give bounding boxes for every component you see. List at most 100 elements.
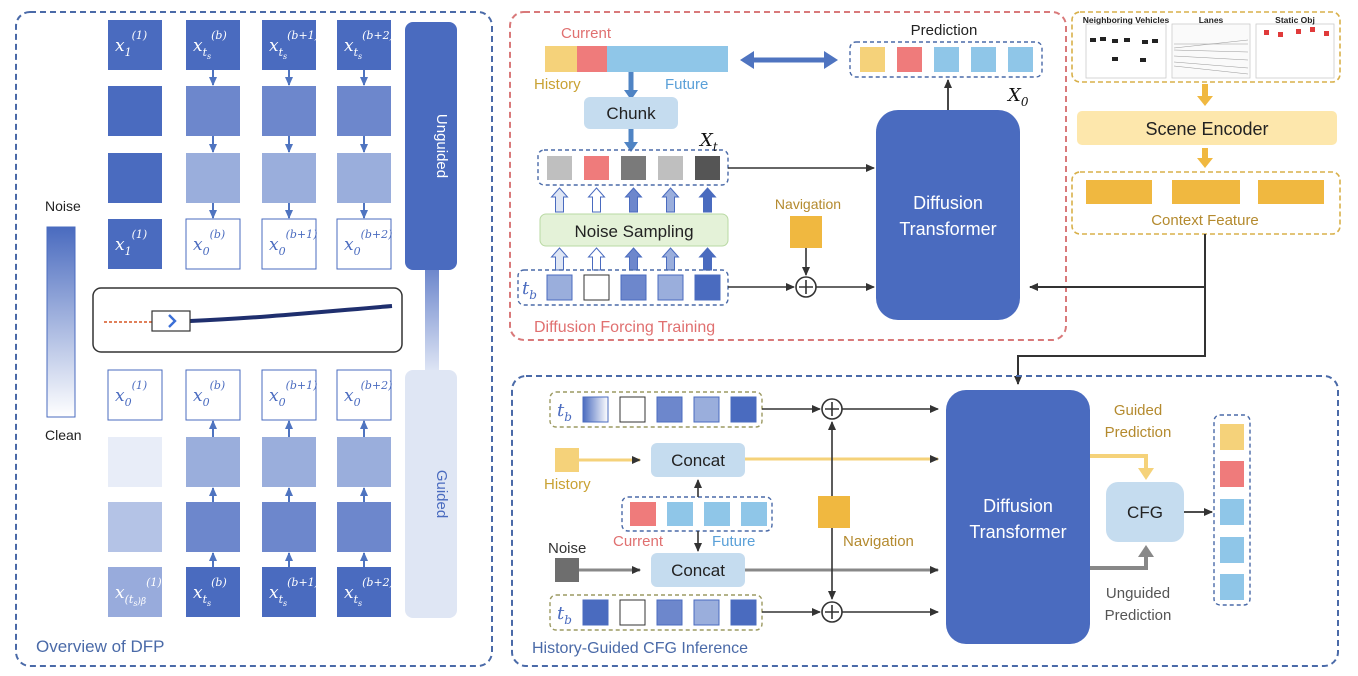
static-objects-label: Static Obj xyxy=(1275,15,1315,25)
upper-grid-label-r3-c2: x0(b+1) xyxy=(269,228,317,258)
inference-panel: History-Guided CFG Inference tb tb Histo… xyxy=(511,375,1339,667)
upper-grid-cell-r3-c2 xyxy=(261,218,317,270)
upward-arrows-lower xyxy=(550,247,717,271)
double-arrow-right-head xyxy=(824,51,838,69)
lower-grid-label-r3-c2: xts(b+1) xyxy=(269,576,319,608)
output-future-token-2 xyxy=(1220,537,1244,563)
trajectory-future-line xyxy=(189,304,393,323)
xt-token xyxy=(658,156,683,180)
noise-label: Noise xyxy=(45,198,81,214)
lanes-label: Lanes xyxy=(1199,15,1224,25)
neighbors-image xyxy=(1085,23,1167,79)
upper-grid-cell-r2-c1 xyxy=(186,153,240,203)
inf-current-token xyxy=(630,502,656,526)
lower-grid-cell-r2-c2 xyxy=(262,502,316,552)
inf-current-label: Current xyxy=(613,533,664,550)
xt-symbol: Xt xyxy=(698,130,718,154)
lower-grid-cell-r2-c3 xyxy=(337,502,391,552)
prediction-token-row xyxy=(860,47,1033,72)
lower-grid-cell-r1-c3 xyxy=(337,437,391,487)
training-dit-label-1: Diffusion xyxy=(913,193,983,213)
navigation-label: Navigation xyxy=(775,196,841,212)
prediction-token xyxy=(1008,47,1033,72)
lower-grid-cell-r2-c1 xyxy=(186,502,240,552)
lower-grid-label-r3-c0: x(ts)β(1) xyxy=(115,576,162,608)
prediction-token xyxy=(897,47,922,72)
inf-top-tb-row xyxy=(582,396,757,423)
upward-arrow-icon xyxy=(550,187,569,213)
inf-tb-token xyxy=(656,396,683,423)
lower-grid-label-r0-c3: x0(b+2) xyxy=(344,379,392,409)
inf-tb-token xyxy=(730,599,757,626)
unguided-prediction-label-2: Prediction xyxy=(1105,607,1172,624)
to-chunk-arrowhead xyxy=(624,90,638,100)
unguided-path xyxy=(1090,556,1148,570)
future-segment xyxy=(607,46,728,72)
xt-token xyxy=(621,156,646,180)
unguided-guided-connector xyxy=(425,270,439,370)
guided-path xyxy=(1090,454,1148,470)
lower-grid-cell-r0-c0 xyxy=(107,369,163,421)
lane-lines xyxy=(1173,39,1249,75)
inference-dit-label-1: Diffusion xyxy=(983,496,1053,516)
output-current-token xyxy=(1220,461,1244,487)
scene-encoder-label: Scene Encoder xyxy=(1145,119,1268,139)
future-label: Future xyxy=(665,76,708,93)
inference-diffusion-transformer xyxy=(946,390,1090,644)
chunk-down-arrowhead xyxy=(624,142,638,152)
inf-noise-label: Noise xyxy=(548,540,586,557)
training-title: Diffusion Forcing Training xyxy=(534,319,715,336)
noise-sampling-box xyxy=(539,213,729,247)
upper-grid-cell-r2-c0 xyxy=(108,153,162,203)
plus-sign xyxy=(799,280,813,294)
to-context-arrowhead xyxy=(1197,158,1213,168)
lower-grid-cell-r1-c0 xyxy=(108,437,162,487)
inf-tb-token xyxy=(582,396,609,423)
upward-arrow-icon xyxy=(661,247,680,271)
prediction-row-frame xyxy=(849,41,1043,78)
upper-grid-cell-r3-c3 xyxy=(336,218,392,270)
upper-grid-label-r3-c0: x1(1) xyxy=(115,228,147,258)
guided-grid: x0(1)x0(b)x0(b+1)x0(b+2)x(ts)β(1)xts(b)x… xyxy=(107,369,394,617)
trajectory-frame xyxy=(92,287,403,353)
upper-grid-cell-r0-c3 xyxy=(337,20,391,70)
upward-arrows-upper xyxy=(550,187,717,213)
lower-grid-cell-r0-c2 xyxy=(261,369,317,421)
inf-future-token-2 xyxy=(704,502,730,526)
inf-tb-token xyxy=(656,599,683,626)
prediction-token xyxy=(971,47,996,72)
tb-token xyxy=(546,274,573,301)
inf-tb-token xyxy=(730,396,757,423)
tb-token xyxy=(620,274,647,301)
inf-bottom-tb-frame xyxy=(549,594,763,631)
unguided-bar xyxy=(405,22,457,270)
upper-grid-cell-r1-c2 xyxy=(262,86,316,136)
inf-navigation-label: Navigation xyxy=(843,533,914,550)
history-segment xyxy=(545,46,577,72)
inf-noise-token xyxy=(555,558,579,582)
inf-bottom-tb-symbol: tb xyxy=(557,603,572,627)
noise-sampling-label: Noise Sampling xyxy=(574,222,693,241)
xt-token xyxy=(695,156,720,180)
lower-grid-cell-r1-c2 xyxy=(262,437,316,487)
inf-plus-bottom-sign xyxy=(825,605,839,619)
lower-grid-cell-r1-c1 xyxy=(186,437,240,487)
upper-grid-label-r0-c1: xts(b) xyxy=(193,29,227,61)
unguided-prediction-label-1: Unguided xyxy=(1106,585,1170,602)
upper-grid-cell-r0-c0 xyxy=(108,20,162,70)
neighbor-vehicle-marks xyxy=(1090,37,1158,62)
current-label: Current xyxy=(561,25,612,42)
xt-token-row xyxy=(547,156,720,180)
cfg-box xyxy=(1106,482,1184,542)
chunk-box xyxy=(584,97,678,129)
tb-symbol: tb xyxy=(522,278,537,302)
lower-grid-label-r3-c3: xts(b+2) xyxy=(344,576,394,608)
lower-grid-cell-r3-c0 xyxy=(108,567,162,617)
guided-prediction-label-1: Guided xyxy=(1114,402,1162,419)
upper-grid-label-r0-c2: xts(b+1) xyxy=(269,29,319,61)
upper-grid-cell-r3-c0 xyxy=(108,219,162,269)
lower-grid-cell-r2-c0 xyxy=(108,502,162,552)
output-history-token xyxy=(1220,424,1244,450)
to-encoder-arrowhead xyxy=(1197,96,1213,106)
